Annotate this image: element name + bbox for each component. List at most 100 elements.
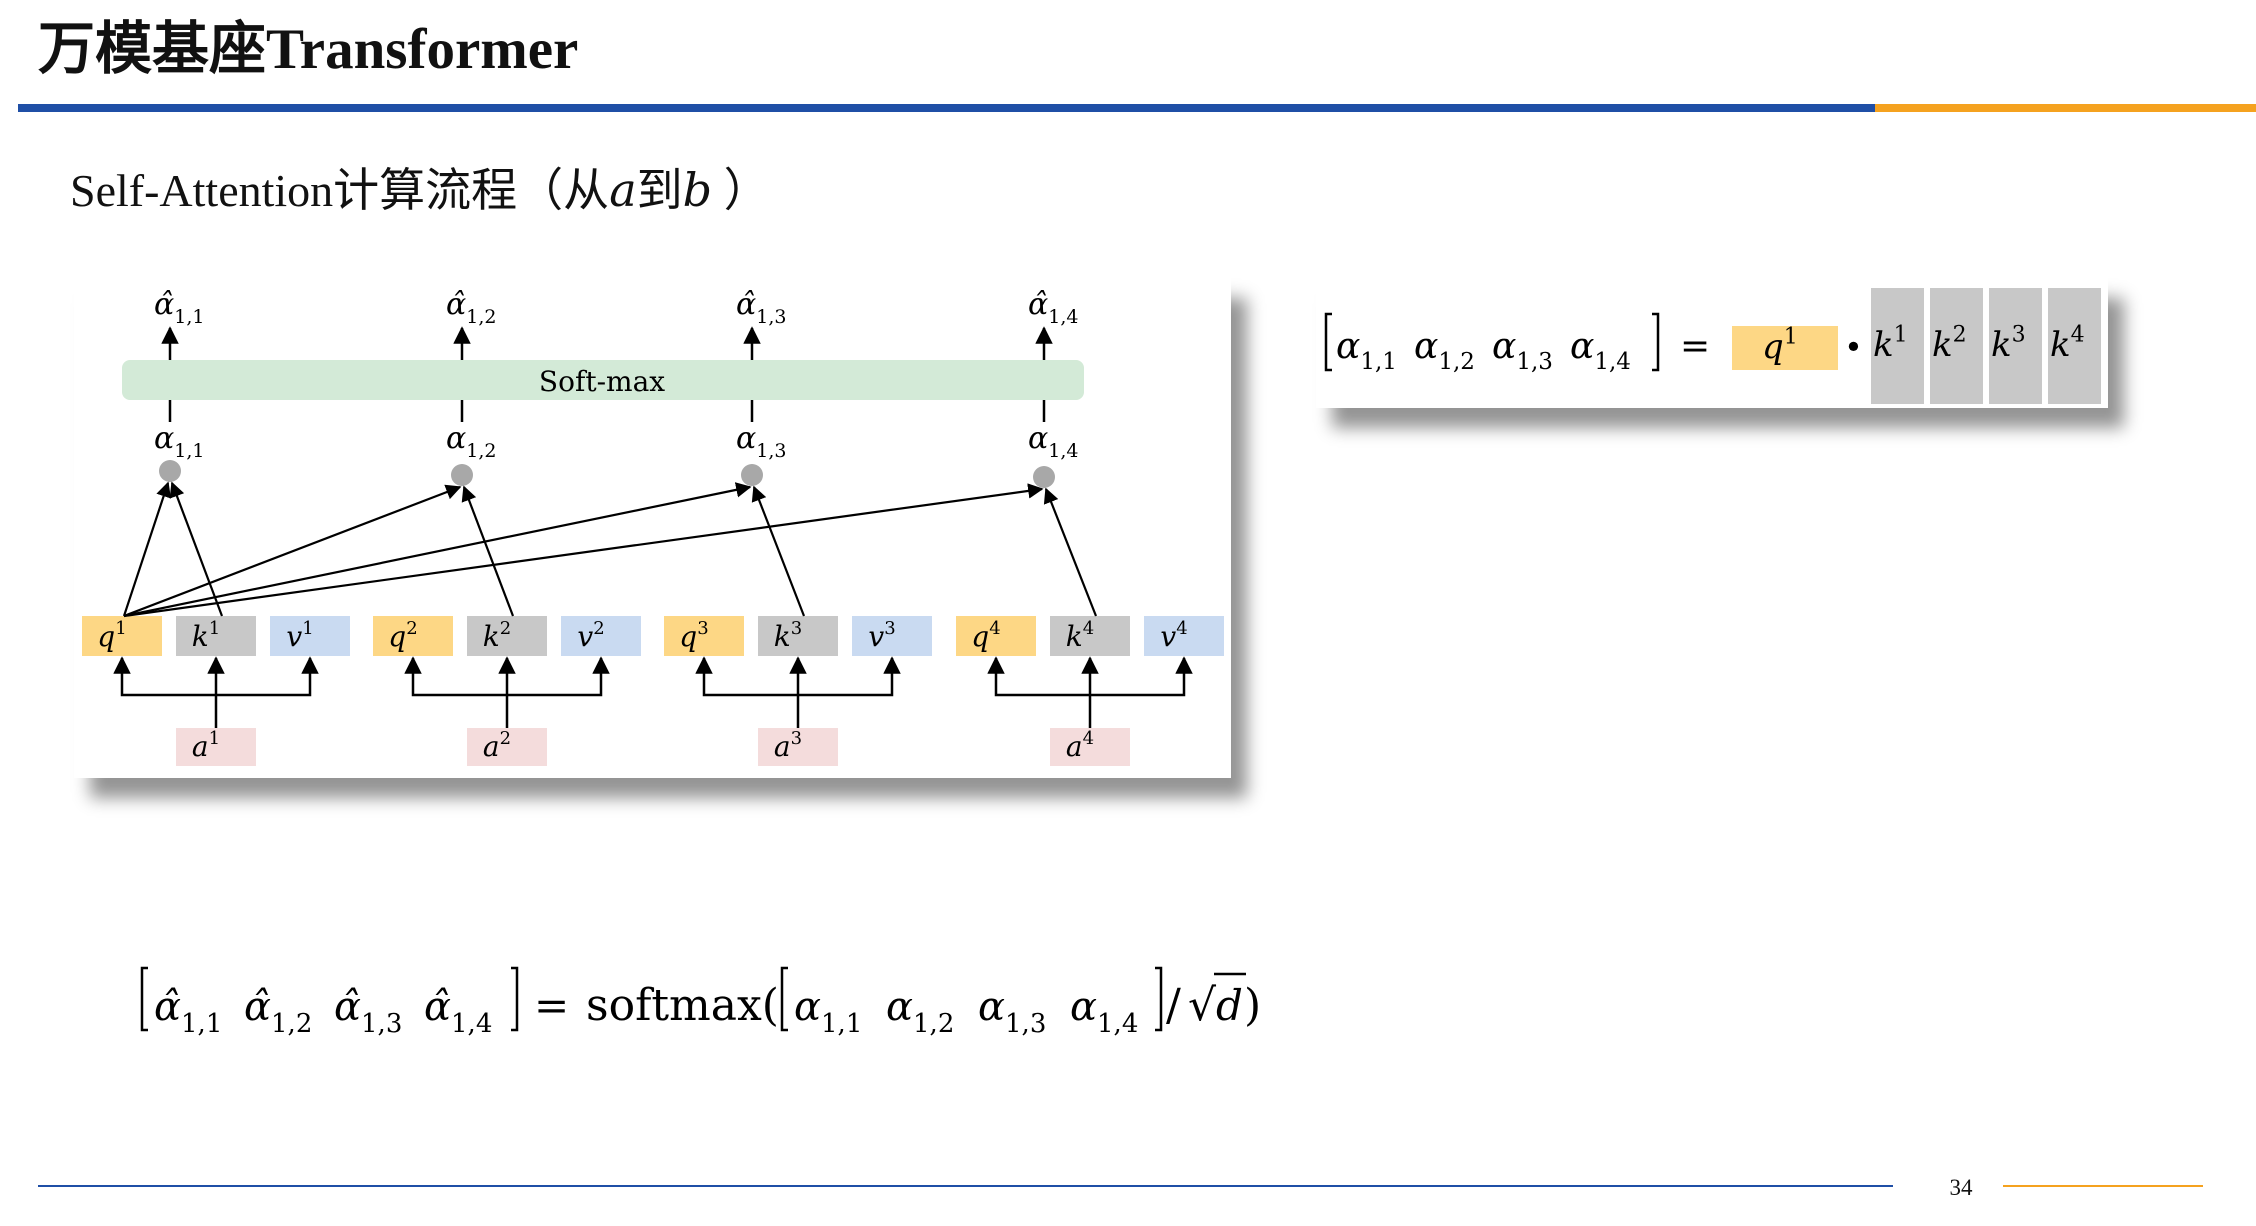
key-column-2 — [1930, 288, 1983, 404]
close-paren: ) — [1244, 980, 1261, 1031]
softmax-function: softmax( — [586, 980, 779, 1031]
k-box-4 — [1050, 616, 1130, 656]
q-box-4 — [956, 616, 1036, 656]
softmax-label: Soft-max — [539, 365, 665, 398]
lhs-left-bracket — [1324, 312, 1332, 372]
lhs-term-1-base: α — [1336, 326, 1360, 367]
bottom-rhs-term-3-base: α — [978, 984, 1005, 1030]
output-label-4: α̂1,4 — [1028, 287, 1078, 328]
key-term-2-sup: 2 — [1953, 323, 1967, 348]
v-label-1: v1 — [286, 618, 313, 653]
key-term-1-sup: 1 — [1894, 323, 1908, 348]
k-label-1-sup: 1 — [209, 618, 220, 639]
lhs-term-2-base: α — [1414, 326, 1438, 367]
input-label-1-base: a — [192, 730, 209, 763]
section-heading: Self-Attention计算流程（从a到b ） — [70, 160, 770, 221]
output-label-2-sub: 1,2 — [466, 306, 496, 328]
bottom-rhs-left-bracket — [780, 966, 788, 1032]
proj-arrow-q-4 — [987, 656, 1090, 697]
key-to-score-arrow-2 — [461, 485, 515, 617]
input-label-4: a4 — [1066, 728, 1094, 763]
output-label-4-base: α̂ — [1028, 287, 1048, 322]
heading-var-b: b — [682, 163, 713, 217]
bottom-rhs-term-4: α1,4 — [1070, 984, 1138, 1039]
bottom-rhs-term-2: α1,2 — [886, 984, 954, 1039]
k-label-3: k3 — [774, 618, 802, 653]
input-box-4 — [1050, 728, 1130, 766]
q-label-1-sup: 1 — [115, 618, 126, 639]
output-label-2-base: α̂ — [446, 287, 466, 322]
query-to-score-arrow-3 — [123, 482, 752, 618]
bottom-lhs-term-3: α̂1,3 — [334, 984, 402, 1039]
v-box-3 — [852, 616, 932, 656]
k-label-1-base: k — [192, 620, 209, 653]
bottom-rhs-term-1: α1,1 — [794, 984, 862, 1039]
bottom-lhs-term-2-base: α̂ — [244, 984, 271, 1030]
score-node-3 — [741, 464, 763, 486]
output-label-1: α̂1,1 — [154, 287, 204, 328]
q-label-1-base: q — [97, 620, 115, 653]
bottom-rhs-term-4-base: α — [1070, 984, 1097, 1030]
output-label-1-sub: 1,1 — [174, 306, 204, 328]
key-term-1-base: k — [1873, 325, 1894, 365]
key-to-score-arrow-3 — [751, 485, 806, 617]
query-term-sup: 1 — [1784, 325, 1798, 350]
query-to-score-arrow-1 — [122, 481, 171, 617]
bottom-rhs-term-2-sub: 1,2 — [913, 1009, 954, 1039]
input-label-1-sup: 1 — [209, 728, 220, 749]
lhs-term-3: α1,3 — [1492, 326, 1553, 375]
v-box-1 — [270, 616, 350, 656]
key-term-4: k4 — [2050, 323, 2085, 365]
q-box-1 — [82, 616, 162, 656]
bottom-rhs-right-bracket — [1155, 966, 1163, 1032]
bottom-rhs-term-1-base: α — [794, 984, 821, 1030]
v-label-3-base: v — [868, 620, 884, 653]
q-label-4: q4 — [971, 618, 1000, 653]
output-label-1-base: α̂ — [154, 287, 174, 322]
output-label-4-sub: 1,4 — [1048, 306, 1078, 328]
q-label-2-sup: 2 — [406, 618, 417, 639]
footer-line-blue — [38, 1185, 1893, 1187]
v-label-2-sup: 2 — [593, 618, 604, 639]
score-label-1-base: α — [154, 421, 174, 456]
bottom-rhs-term-3: α1,3 — [978, 984, 1046, 1039]
bottom-lhs-term-4-sub: 1,4 — [451, 1009, 492, 1039]
score-node-2 — [451, 464, 473, 486]
key-column-3 — [1989, 288, 2042, 404]
bottom-lhs-term-3-sub: 1,3 — [361, 1009, 402, 1039]
score-label-3: α1,3 — [736, 421, 786, 462]
heading-text-middle: 到 — [636, 165, 683, 216]
dot-operator: • — [1844, 328, 1863, 366]
key-term-2: k2 — [1932, 323, 1967, 365]
k-label-4: k4 — [1066, 618, 1094, 653]
input-label-2-sup: 2 — [500, 728, 511, 749]
bottom-lhs-term-2-sub: 1,2 — [271, 1009, 312, 1039]
footer-line-orange — [2003, 1185, 2203, 1187]
score-label-4-sub: 1,4 — [1048, 440, 1078, 462]
q-box-2 — [373, 616, 453, 656]
slide-title: 万模基座Transformer — [38, 18, 579, 81]
bottom-lhs-right-bracket — [511, 966, 519, 1032]
v-box-4 — [1144, 616, 1224, 656]
q-label-2: q2 — [388, 618, 417, 653]
v-label-2: v2 — [577, 618, 604, 653]
bottom-lhs-term-1: α̂1,1 — [154, 984, 222, 1039]
k-label-2: k2 — [483, 618, 511, 653]
page-number: 34 — [1949, 1175, 1973, 1200]
k-label-4-sup: 4 — [1083, 618, 1094, 639]
bottom-lhs-term-2: α̂1,2 — [244, 984, 312, 1039]
lhs-right-bracket — [1652, 312, 1660, 372]
input-label-2-base: a — [483, 730, 500, 763]
k-box-2 — [467, 616, 547, 656]
k-label-3-sup: 3 — [791, 618, 802, 639]
proj-arrow-q-3 — [695, 656, 798, 697]
k-label-2-base: k — [483, 620, 500, 653]
bottom-equals-sign: = — [534, 981, 569, 1030]
softmax-bar — [122, 360, 1084, 400]
q-label-1: q1 — [97, 618, 126, 653]
v-label-4: v4 — [1160, 618, 1187, 653]
